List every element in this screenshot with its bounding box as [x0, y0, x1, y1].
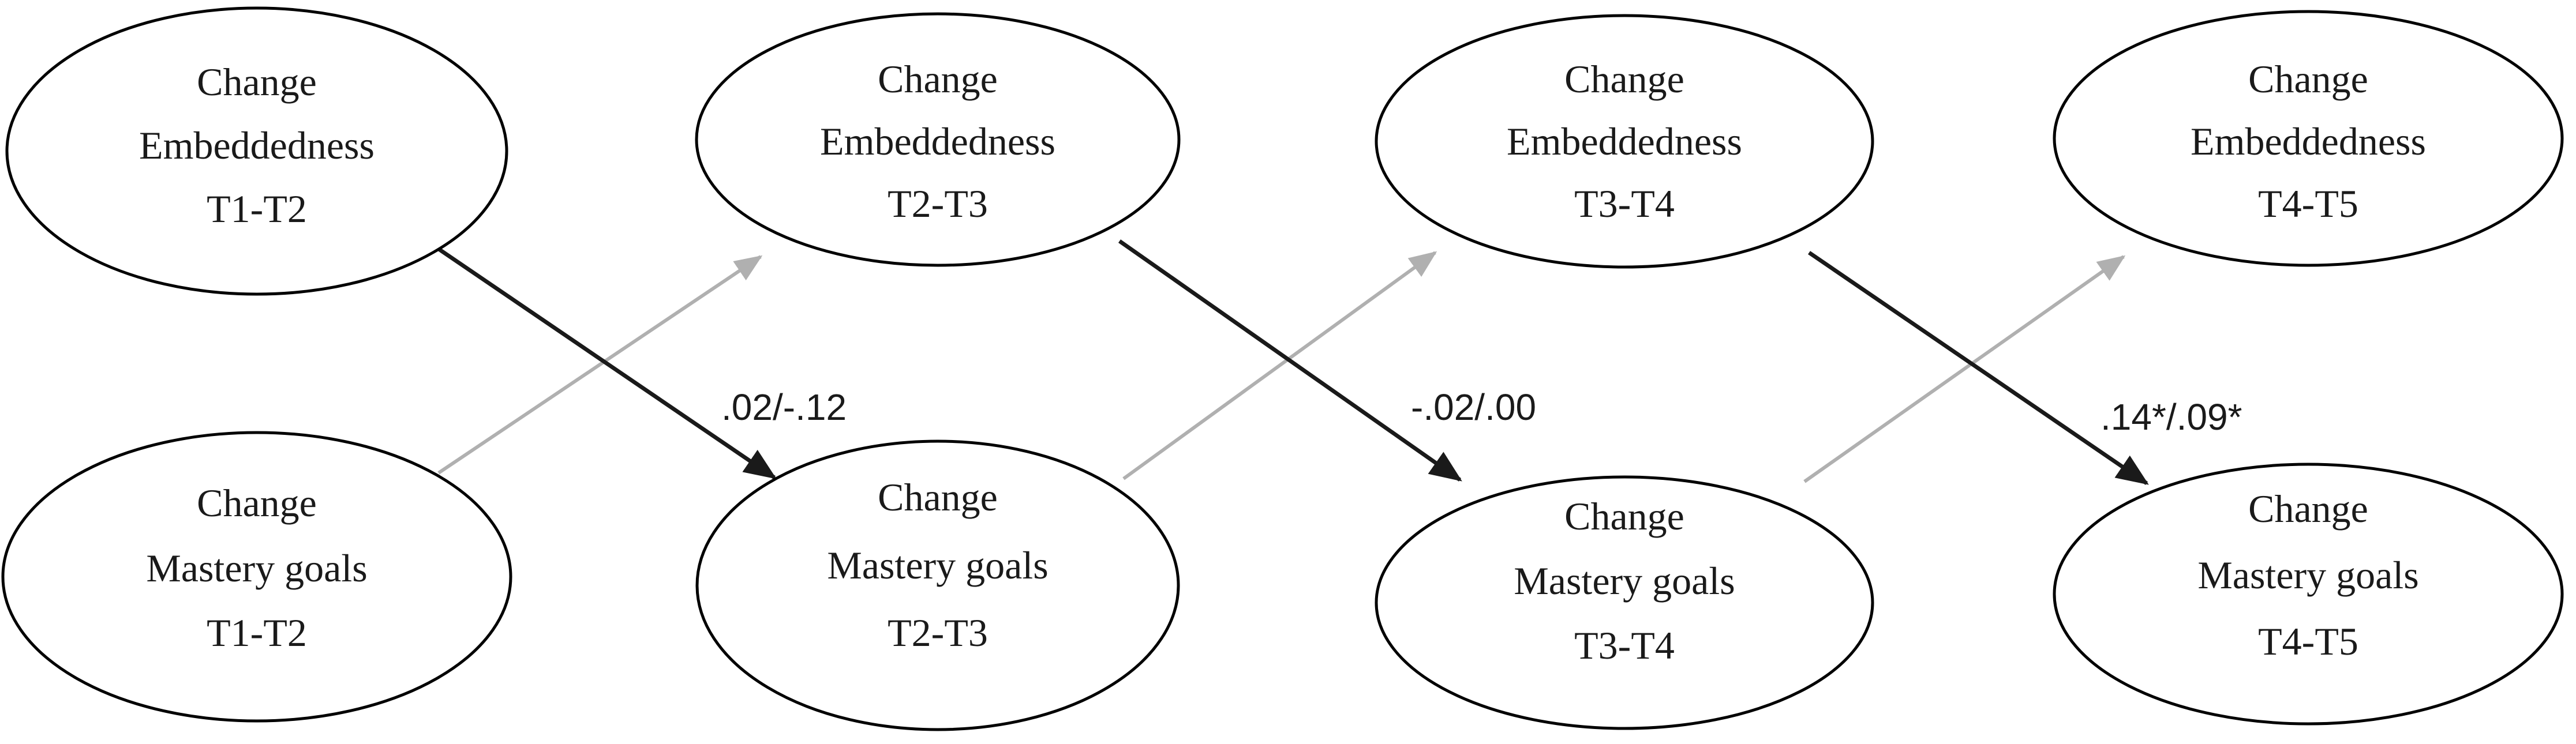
embeddedness-to-mastery-arrows — [426, 239, 2149, 485]
arrow-mastery-t2t3-to-embeddedness-t3t4 — [1122, 251, 1437, 480]
arrow-embeddedness-t2t3-to-mastery-t3t4 — [1118, 239, 1462, 482]
node-line-3: T4-T5 — [2258, 619, 2358, 663]
node-line-2: Mastery goals — [827, 543, 1048, 587]
node-line-2: Embeddedness — [2191, 119, 2426, 163]
arrow-embeddedness-t1t2-to-mastery-t2t3 — [426, 239, 777, 479]
node-line-2: Mastery goals — [2197, 553, 2418, 597]
node-line-1: Change — [1564, 57, 1684, 101]
mastery-goals-nodes: Change Mastery goals T1-T2 Change Master… — [1, 431, 2564, 731]
node-mastery-t2t3: Change Mastery goals T2-T3 — [695, 439, 1180, 731]
node-embeddedness-t3t4: Change Embeddedness T3-T4 — [1375, 14, 1874, 269]
arrow-mastery-t3t4-to-embeddedness-t4t5 — [1803, 255, 2126, 483]
node-line-1: Change — [2248, 487, 2368, 531]
node-line-1: Change — [878, 57, 998, 101]
node-line-2: Embeddedness — [139, 123, 375, 167]
node-line-1: Change — [197, 481, 317, 525]
node-line-2: Embeddedness — [820, 119, 1055, 163]
coefficient-label-1: .02/-.12 — [721, 386, 847, 428]
embeddedness-nodes: Change Embeddedness T1-T2 Change Embedde… — [5, 6, 2564, 296]
node-line-2: Embeddedness — [1507, 119, 1742, 163]
node-line-3: T2-T3 — [888, 611, 988, 655]
node-line-3: T2-T3 — [888, 182, 988, 226]
node-embeddedness-t2t3: Change Embeddedness T2-T3 — [695, 12, 1181, 267]
node-mastery-t1t2: Change Mastery goals T1-T2 — [1, 431, 512, 723]
node-line-3: T3-T4 — [1574, 623, 1675, 667]
node-line-3: T1-T2 — [207, 187, 307, 231]
node-line-1: Change — [1564, 494, 1684, 538]
node-line-1: Change — [197, 60, 317, 104]
mastery-to-embeddedness-arrows — [437, 251, 2126, 483]
arrow-embeddedness-t3t4-to-mastery-t4t5 — [1808, 251, 2149, 485]
node-line-3: T1-T2 — [207, 611, 307, 655]
coefficient-label-2: -.02/.00 — [1411, 386, 1536, 428]
node-embeddedness-t4t5: Change Embeddedness T4-T5 — [2053, 10, 2564, 267]
node-line-1: Change — [878, 475, 998, 519]
node-line-3: T3-T4 — [1574, 182, 1675, 226]
node-line-2: Mastery goals — [146, 546, 367, 590]
node-line-1: Change — [2248, 57, 2368, 101]
node-line-3: T4-T5 — [2258, 182, 2358, 226]
node-mastery-t3t4: Change Mastery goals T3-T4 — [1375, 475, 1874, 730]
path-coefficients: .02/-.12 -.02/.00 .14*/.09* — [721, 386, 2242, 438]
arrow-mastery-t1t2-to-embeddedness-t2t3 — [437, 255, 763, 475]
node-line-2: Mastery goals — [1514, 559, 1735, 603]
node-embeddedness-t1t2: Change Embeddedness T1-T2 — [5, 6, 508, 296]
coefficient-label-3: .14*/.09* — [2101, 396, 2242, 438]
node-mastery-t4t5: Change Mastery goals T4-T5 — [2053, 463, 2564, 726]
